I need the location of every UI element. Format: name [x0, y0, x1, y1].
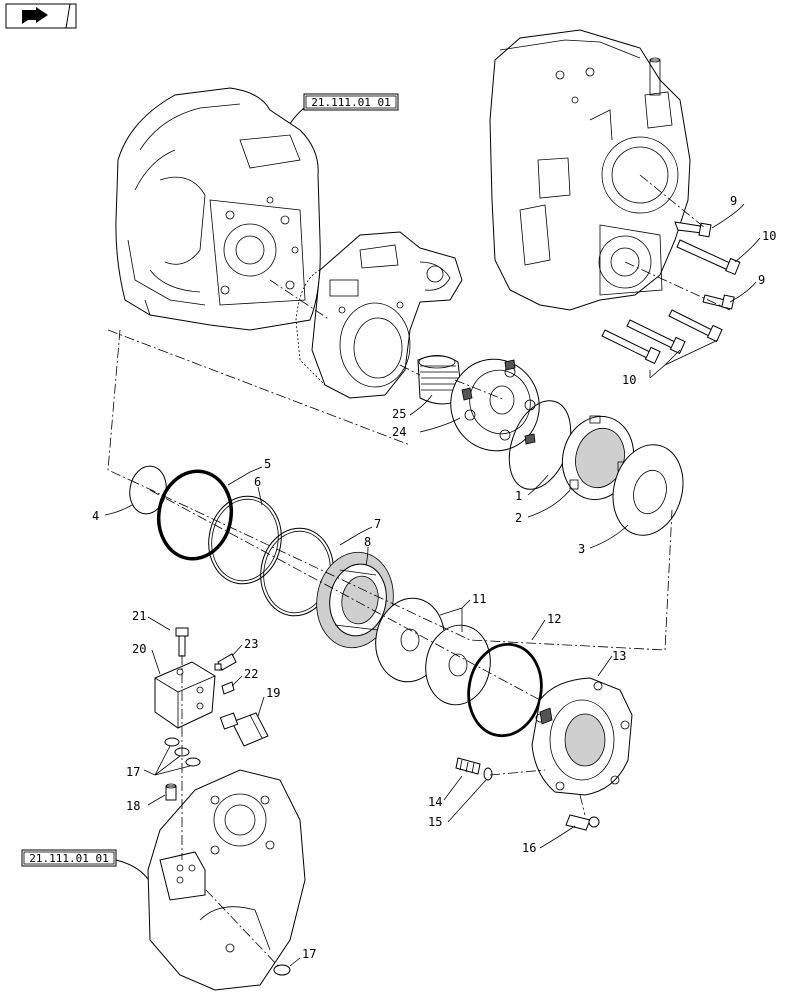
callout-15[interactable]: 15	[428, 815, 442, 829]
callout-20[interactable]: 20	[132, 642, 146, 656]
lower-housing	[147, 769, 306, 991]
washer-15	[483, 767, 493, 781]
screw-16	[565, 814, 600, 831]
callout-23[interactable]: 23	[244, 637, 258, 651]
o-ring-4	[129, 465, 167, 515]
callout-22[interactable]: 22	[244, 667, 258, 681]
o-ring-17-set	[164, 737, 201, 767]
callout-3[interactable]: 3	[578, 542, 585, 556]
callout-12[interactable]: 12	[547, 612, 561, 626]
bolt-10-upper	[676, 239, 741, 276]
callout-24[interactable]: 24	[392, 425, 406, 439]
fitting-23	[214, 653, 237, 671]
ring-6	[208, 495, 282, 585]
disc-11-b	[425, 624, 491, 706]
callout-11[interactable]: 11	[472, 592, 486, 606]
callout-1[interactable]: 1	[515, 489, 522, 503]
valve-block-20	[154, 661, 216, 729]
reference-box-bottom[interactable]: 21.111.01 01	[21, 849, 151, 883]
back-arrow-icon	[22, 7, 48, 24]
callout-9-upper[interactable]: 9	[730, 194, 737, 208]
o-ring-5	[156, 469, 234, 561]
friction-disc-3	[612, 444, 684, 536]
bolt-10-lower-c	[601, 329, 661, 365]
callout-6[interactable]: 6	[254, 475, 261, 489]
callout-17-lower[interactable]: 17	[302, 947, 316, 961]
bolt-9-lower	[702, 294, 735, 310]
callout-25[interactable]: 25	[392, 407, 406, 421]
callout-8[interactable]: 8	[364, 535, 371, 549]
transmission-housing-right	[489, 29, 691, 311]
bolt-10-lower-a	[668, 309, 723, 343]
reference-label-top: 21.111.01 01	[311, 96, 390, 109]
callout-5[interactable]: 5	[264, 457, 271, 471]
o-ring-12	[467, 642, 543, 738]
callout-18[interactable]: 18	[126, 799, 140, 813]
callout-14[interactable]: 14	[428, 795, 442, 809]
callout-21[interactable]: 21	[132, 609, 146, 623]
reference-box-top[interactable]: 21.111.01 01	[281, 93, 399, 139]
reference-label-bottom: 21.111.01 01	[29, 852, 108, 865]
piston-8	[316, 551, 394, 649]
bolt-21	[175, 627, 189, 657]
intermediate-housing	[295, 231, 463, 399]
sleeve-18	[165, 783, 177, 801]
callout-19[interactable]: 19	[266, 686, 280, 700]
callout-labels: 9 10 9 10 25 24 1 2 3 4 5 6 7 8 11 12 13…	[92, 194, 776, 961]
callout-4[interactable]: 4	[92, 509, 99, 523]
bolt-9-upper	[674, 221, 712, 238]
callout-13[interactable]: 13	[612, 649, 626, 663]
solenoid-valve-19	[219, 712, 269, 747]
assembly-center-lines	[107, 174, 731, 969]
callout-7[interactable]: 7	[374, 517, 381, 531]
callout-9-lower[interactable]: 9	[758, 273, 765, 287]
callout-10-upper[interactable]: 10	[762, 229, 776, 243]
callout-2[interactable]: 2	[515, 511, 522, 525]
back-button[interactable]	[5, 3, 77, 29]
callout-16[interactable]: 16	[522, 841, 536, 855]
bolt-10-lower-b	[626, 319, 686, 355]
cover-13	[531, 677, 633, 796]
leader-lines	[104, 203, 761, 967]
callout-17-upper[interactable]: 17	[126, 765, 140, 779]
transmission-housing-left	[115, 87, 321, 331]
callout-10-lower[interactable]: 10	[622, 373, 636, 387]
plug-22	[221, 681, 235, 695]
o-ring-17-bottom	[273, 964, 291, 976]
fitting-14	[455, 757, 481, 775]
